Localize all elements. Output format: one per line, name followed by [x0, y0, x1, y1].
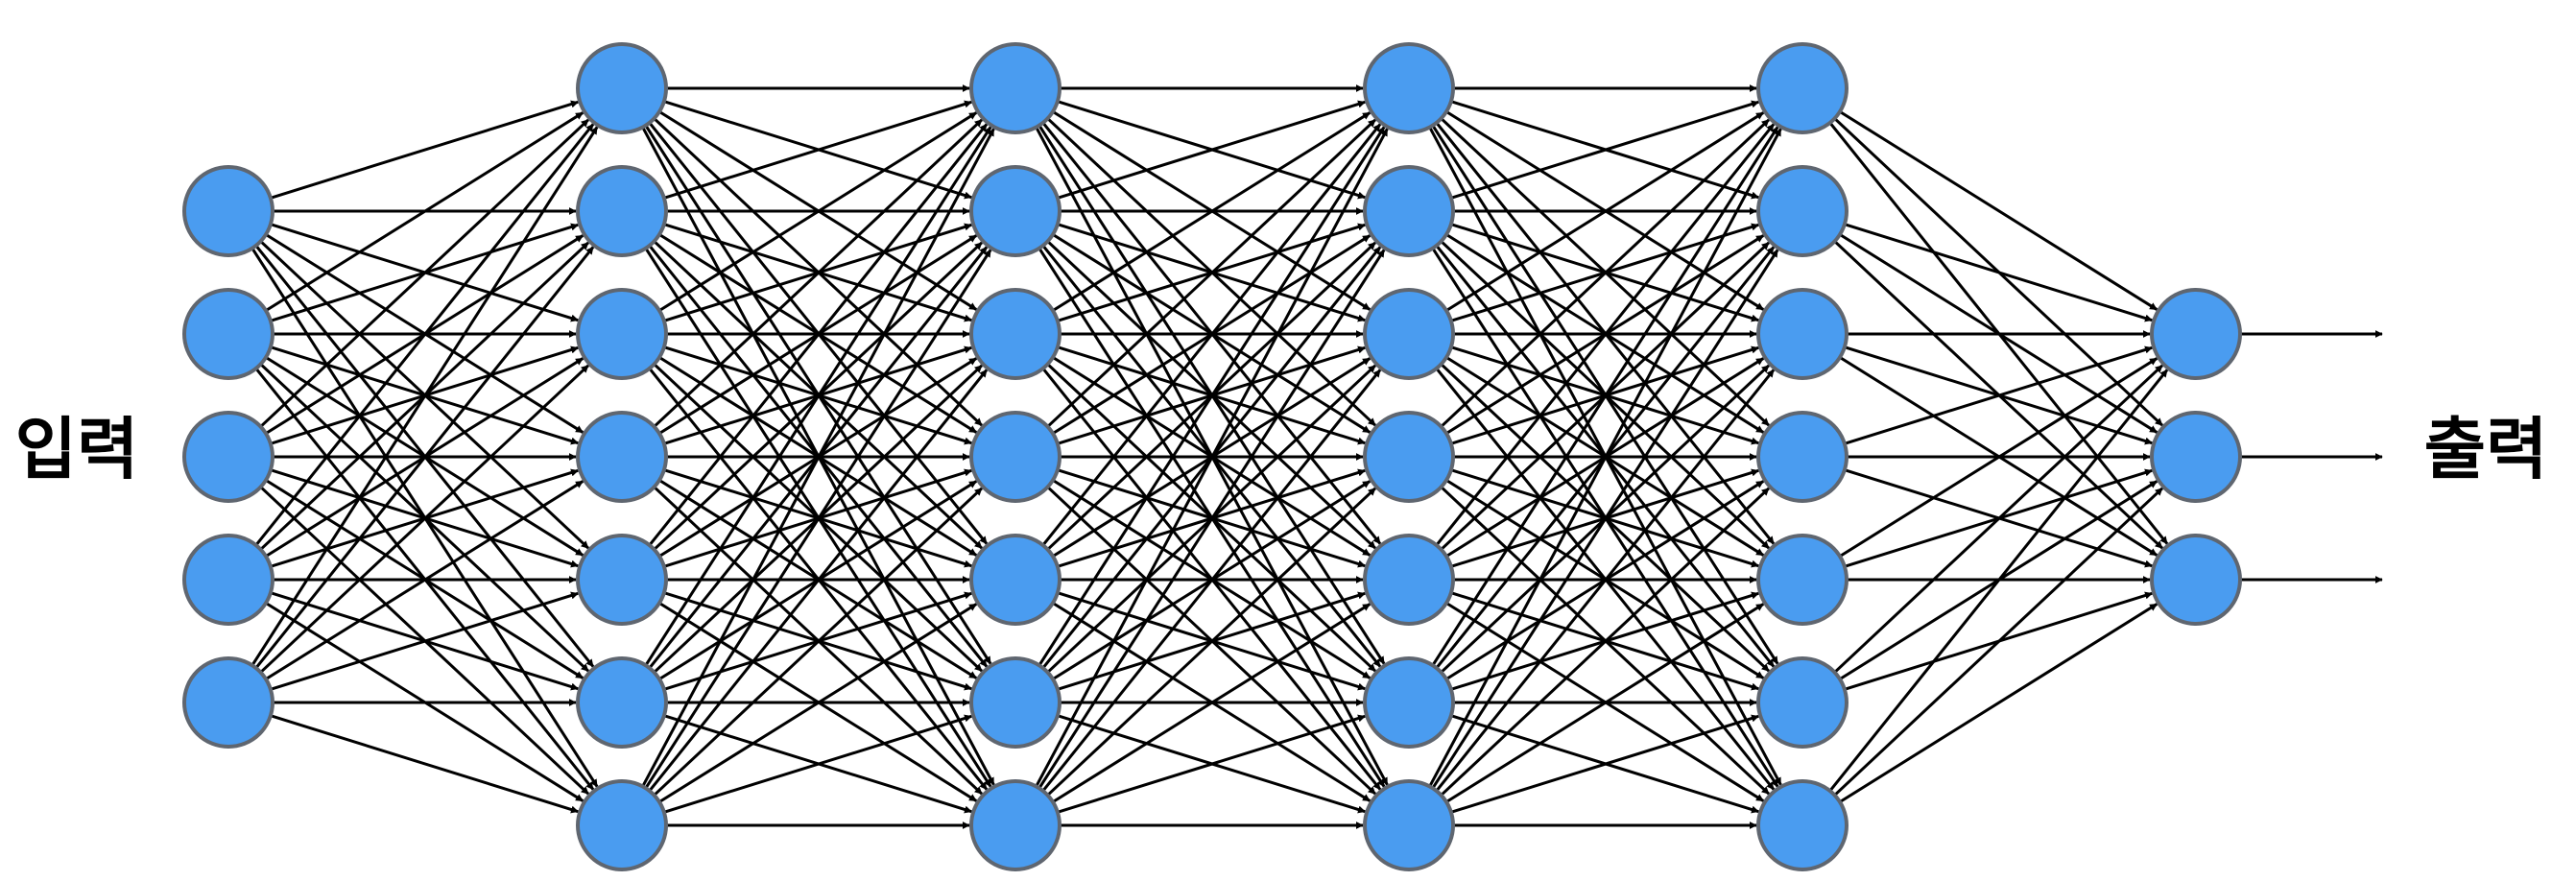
edge-l0-n0-to-n0	[270, 100, 579, 200]
edge-l4-n1-to-n0	[1844, 223, 2153, 322]
edge-l1-n1-to-n0	[663, 100, 972, 200]
input-node-5	[182, 656, 274, 749]
edge-l1-n6-to-n2	[648, 369, 989, 793]
edge-l3-n6-to-n5	[1450, 714, 1759, 814]
output-node-3	[2150, 534, 2242, 626]
hidden-1-node-7	[576, 779, 668, 871]
input-node-1	[182, 165, 274, 257]
edge-l0-n4-to-n0	[250, 126, 599, 667]
input-node-3	[182, 411, 274, 503]
hidden-4-node-3	[1756, 288, 1849, 380]
edge-l4-n6-to-n0	[1828, 369, 2169, 793]
edge-l2-n6-to-n3	[1046, 487, 1376, 797]
edge-l4-n4-to-n0	[1839, 357, 2159, 558]
edge-l4-n0-to-n0	[1839, 110, 2159, 311]
edge-l4-n5-to-n0	[1833, 364, 2163, 674]
edge-l2-n4-to-n0	[1041, 123, 1382, 547]
input-label: 입력	[15, 410, 139, 488]
edge-l0-n4-to-n3	[265, 480, 584, 680]
output-label: 출력	[2424, 410, 2548, 488]
edge-l0-n4-to-n2	[259, 364, 589, 674]
hidden-1-node-4	[576, 411, 668, 503]
edge-l1-n2-to-n0	[658, 111, 978, 312]
edge-l2-n6-to-n1	[1038, 249, 1386, 790]
edge-l2-n2-to-n0	[1052, 111, 1371, 312]
hidden-2-node-6	[969, 656, 1061, 749]
edge-l4-n6-to-n2	[1839, 603, 2159, 803]
hidden-3-node-6	[1363, 656, 1455, 749]
edge-l2-n5-to-n0	[1038, 126, 1386, 667]
hidden-3-node-1	[1363, 42, 1455, 134]
hidden-2-node-7	[969, 779, 1061, 871]
output-node-1	[2150, 288, 2242, 380]
hidden-3-node-7	[1363, 779, 1455, 871]
edge-l3-n6-to-n2	[1435, 369, 1776, 793]
edge-l2-n6-to-n5	[1057, 714, 1366, 814]
hidden-3-node-5	[1363, 534, 1455, 626]
input-node-4	[182, 534, 274, 626]
edge-l4-n6-to-n1	[1833, 487, 2163, 797]
hidden-4-node-5	[1756, 534, 1849, 626]
output-node-2	[2150, 411, 2242, 503]
hidden-1-node-3	[576, 288, 668, 380]
edge-l0-n2-to-n0	[259, 118, 589, 428]
edge-l1-n6-to-n0	[641, 128, 995, 788]
edge-l1-n3-to-n0	[653, 118, 983, 428]
edge-l0-n3-to-n0	[254, 123, 595, 547]
edge-l2-n6-to-n0	[1035, 128, 1389, 788]
edge-l0-n4-to-n1	[254, 246, 595, 670]
edge-l0-n4-to-n6	[270, 714, 579, 814]
output-arrows	[2240, 330, 2383, 583]
hidden-1-node-1	[576, 42, 668, 134]
hidden-4-node-7	[1756, 779, 1849, 871]
hidden-3-node-4	[1363, 411, 1455, 503]
hidden-1-node-6	[576, 656, 668, 749]
hidden-2-node-1	[969, 42, 1061, 134]
edge-l3-n2-to-n0	[1445, 111, 1765, 312]
edge-l1-n5-to-n0	[644, 126, 992, 667]
connections	[250, 84, 2169, 829]
hidden-4-node-2	[1756, 165, 1849, 257]
neurons	[182, 42, 2242, 871]
edge-l2-n6-to-n2	[1041, 369, 1382, 793]
edge-l0-n1-to-n0	[265, 111, 584, 312]
input-node-2	[182, 288, 274, 380]
edge-l0-n4-to-n4	[270, 591, 579, 691]
edge-l2-n6-to-n4	[1052, 603, 1371, 803]
edge-l3-n6-to-n3	[1440, 487, 1770, 797]
edge-l1-n6-to-n3	[653, 487, 983, 797]
hidden-2-node-3	[969, 288, 1061, 380]
hidden-1-node-5	[576, 534, 668, 626]
hidden-4-node-1	[1756, 42, 1849, 134]
edge-l3-n4-to-n0	[1435, 123, 1776, 547]
edge-l3-n3-to-n0	[1440, 118, 1770, 428]
hidden-4-node-4	[1756, 411, 1849, 503]
hidden-3-node-3	[1363, 288, 1455, 380]
edge-l1-n6-to-n1	[644, 249, 992, 790]
hidden-2-node-2	[969, 165, 1061, 257]
edge-l4-n3-to-n0	[1844, 345, 2153, 445]
edge-l1-n6-to-n4	[658, 603, 978, 803]
hidden-2-node-4	[969, 411, 1061, 503]
edge-l1-n6-to-n5	[663, 714, 972, 814]
edge-l1-n4-to-n0	[648, 123, 989, 547]
hidden-3-node-2	[1363, 165, 1455, 257]
hidden-1-node-2	[576, 165, 668, 257]
edge-l3-n5-to-n0	[1431, 126, 1779, 667]
hidden-4-node-6	[1756, 656, 1849, 749]
hidden-2-node-5	[969, 534, 1061, 626]
edge-l3-n1-to-n0	[1450, 100, 1759, 200]
edge-l2-n1-to-n0	[1057, 100, 1366, 200]
edge-l3-n6-to-n0	[1428, 128, 1782, 788]
edge-l3-n6-to-n4	[1445, 603, 1765, 803]
edge-l2-n3-to-n0	[1046, 118, 1376, 428]
edge-l3-n6-to-n1	[1431, 249, 1779, 790]
